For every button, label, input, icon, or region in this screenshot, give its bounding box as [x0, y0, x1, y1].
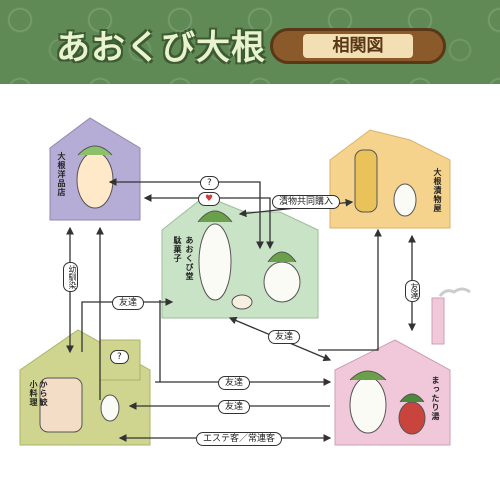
relation-friend-bottom-2: 友達 — [218, 400, 251, 414]
character-tailor-man — [39, 377, 83, 433]
character-tailor-small — [100, 394, 120, 422]
character-bath-radish — [349, 376, 387, 434]
chimney-smoke — [438, 287, 471, 297]
edge-center-pickles-right — [318, 228, 382, 351]
character-center-turnip — [263, 261, 301, 303]
relation-friend-center-bath: 友達 — [268, 330, 301, 344]
relation-heart: ♥ — [198, 192, 221, 206]
relation-childhood: 幼馴染 — [63, 262, 78, 292]
header-banner: あおくび大根 相関図 — [0, 0, 500, 84]
app-title: あおくび大根 — [56, 28, 266, 68]
character-cat — [231, 294, 253, 310]
character-pickles-carrot — [354, 149, 378, 213]
relation-pickles-union: 漬物共同購入 — [272, 195, 341, 209]
label-tailor-small: 小料理 — [29, 380, 38, 407]
relation-bathhouse-regular: エステ客／常連客 — [196, 432, 283, 446]
title-plaque: 相関図 — [270, 28, 446, 64]
character-center-radish — [198, 223, 232, 301]
label-center-small: 駄菓子 — [173, 236, 182, 263]
label-pickles: 大根漬物屋 — [433, 168, 442, 213]
relation-friend-bottom-1: 友達 — [218, 376, 251, 390]
label-tailor: から鮫 — [39, 380, 48, 407]
relation-friend-left: 友達 — [112, 296, 145, 310]
character-pickles-radish — [393, 183, 417, 217]
label-western-shop: 大根洋品店 — [57, 152, 66, 197]
label-center: あおくび堂 — [185, 236, 194, 281]
relation-house-question: ? — [110, 350, 129, 364]
relation-question: ? — [200, 176, 219, 190]
edge-shop-center-heart — [143, 194, 274, 250]
relation-friend-pickles-bath: 友達 — [405, 280, 420, 302]
plaque-label: 相関図 — [303, 34, 413, 58]
bathhouse-chimney — [431, 297, 445, 345]
label-bathhouse: まったり湯 — [431, 376, 440, 421]
character-western-shop — [76, 151, 114, 209]
character-bath-beet — [398, 401, 426, 435]
